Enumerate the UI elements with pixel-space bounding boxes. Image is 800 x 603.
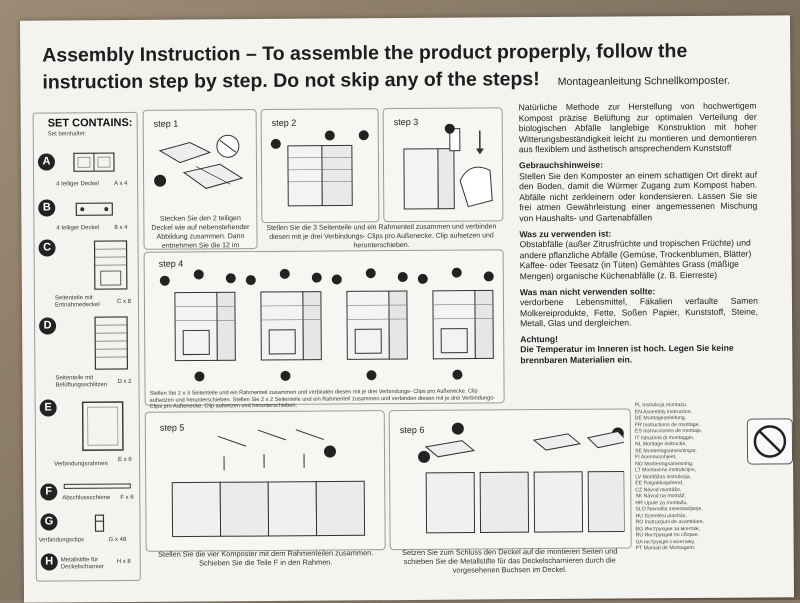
part-name: Seitenteile mit Entnahmedeckel xyxy=(55,295,110,309)
part-qty: G x 48 xyxy=(109,537,127,543)
use-text: Obstabfälle (außer Zitrusfrüchte und tro… xyxy=(520,238,758,282)
step-4-caption: Stellen Sie 2 x 3 Seitenteile und ein Ra… xyxy=(150,388,500,410)
part-name: 4 teiliger Deckel xyxy=(56,181,99,188)
part-b: B 4 teiliger Deckel 8 x 4 xyxy=(34,195,137,236)
part-c: C Seitenteile mit Entnahmedeckel C x 8 xyxy=(34,237,138,314)
step-2-panel: step 2 xyxy=(261,108,380,223)
step-4-illustration xyxy=(151,266,498,386)
usage-text: Stellen Sie den Komposter an einem schat… xyxy=(519,169,757,224)
lid-part-icon xyxy=(72,149,116,175)
part-letter: A xyxy=(38,153,55,170)
step-4-panel: step 4 Stellen Sie 2 x 3 Seitenteile und… xyxy=(144,249,505,406)
step-1-illustration xyxy=(150,132,251,213)
part-qty: A x 4 xyxy=(114,181,127,187)
part-name: Verbindungsclips xyxy=(39,537,84,544)
part-letter: H xyxy=(41,553,58,570)
part-name: Metallstifte für Deckelscharnier xyxy=(61,557,116,571)
step-6-panel: step 6 xyxy=(389,408,632,550)
part-g: G Verbindungsclips G x 48 xyxy=(36,511,139,548)
step-3-panel: step 3 xyxy=(383,107,504,222)
part-e: E Verbindungsrahmen E x 6 xyxy=(36,395,140,476)
set-contains-title: SET CONTAINS: xyxy=(48,117,133,130)
step-6-illustration xyxy=(396,417,625,543)
clip-icon xyxy=(92,513,106,533)
part-letter: B xyxy=(38,199,55,216)
lid-part-b-icon xyxy=(72,197,116,221)
language-list: PL Instrukcja montażu,EN Assembly instru… xyxy=(635,402,736,552)
language-item: PT Manual de Montagem. xyxy=(636,545,736,552)
part-qty: 8 x 4 xyxy=(114,225,127,231)
rail-icon xyxy=(62,481,132,491)
part-qty: E x 6 xyxy=(118,457,132,463)
step-5-illustration xyxy=(154,425,377,545)
vented-panel-icon xyxy=(93,315,129,371)
part-a: A 4 teiliger Deckel A x 4 xyxy=(34,143,137,194)
set-contains-panel: SET CONTAINS: Set beinhaltet: A 4 teilig… xyxy=(33,112,141,582)
part-h: H Metallstifte für Deckelscharnier H x 8 xyxy=(37,549,140,580)
part-qty: D x 2 xyxy=(117,379,131,385)
part-qty: C x 8 xyxy=(117,299,131,305)
warning-text: Die Temperatur im Inneren ist hoch. Lege… xyxy=(520,343,758,366)
part-letter: C xyxy=(39,239,56,256)
step-6-caption: Setzen Sie zum Schluss den Deckel auf di… xyxy=(390,546,630,575)
part-letter: E xyxy=(40,399,57,416)
part-letter: G xyxy=(40,513,57,530)
info-text-column: Natürliche Methode zur Herstellung von h… xyxy=(519,101,759,366)
step-label: step 4 xyxy=(159,259,184,269)
part-qty: F x 6 xyxy=(120,495,133,501)
set-contains-subtitle: Set beinhaltet: xyxy=(48,131,86,137)
part-name: Abschlussschiene xyxy=(62,495,110,502)
step-5-panel: step 5 xyxy=(145,410,386,552)
part-name: Verbindungsrahmen xyxy=(54,461,108,468)
step-2-illustration xyxy=(268,127,373,218)
step-3-illustration xyxy=(390,120,499,217)
instruction-sheet: Assembly Instruction – To assemble the p… xyxy=(20,15,794,602)
page-subtitle: Montageanleitung Schnellkomposter. xyxy=(558,75,730,88)
part-f: F Abschlussschiene F x 6 xyxy=(36,479,139,510)
intro-text: Natürliche Methode zur Herstellung von h… xyxy=(519,101,757,156)
part-d: D Seitenteile mit Belüftungsschlitzen D … xyxy=(35,313,139,394)
not-use-text: verdorbene Lebensmittel, Fäkalien verfau… xyxy=(520,296,758,329)
step-1-panel: step 1 Stecken Sie den 2 teiligen Deckel… xyxy=(143,109,258,250)
part-qty: H x 8 xyxy=(117,559,131,565)
no-tools-icon xyxy=(747,418,793,464)
part-letter: F xyxy=(40,483,57,500)
step-5-caption: Stellen Sie die vier Komposter mit dem R… xyxy=(148,548,384,568)
side-panel-icon xyxy=(93,239,129,291)
frame-icon xyxy=(80,399,126,453)
part-name: 4 teiliger Deckel xyxy=(56,225,99,232)
part-name: Seitenteile mit Belüftungsschlitzen xyxy=(55,375,115,389)
page-title: Assembly Instruction – To assemble the p… xyxy=(42,38,762,100)
step-label: step 1 xyxy=(154,119,179,129)
part-letter: D xyxy=(39,317,56,334)
step-2-3-caption: Stellen Sie die 3 Seitenteile und ein Ra… xyxy=(261,222,501,251)
step-label: step 2 xyxy=(272,118,297,128)
